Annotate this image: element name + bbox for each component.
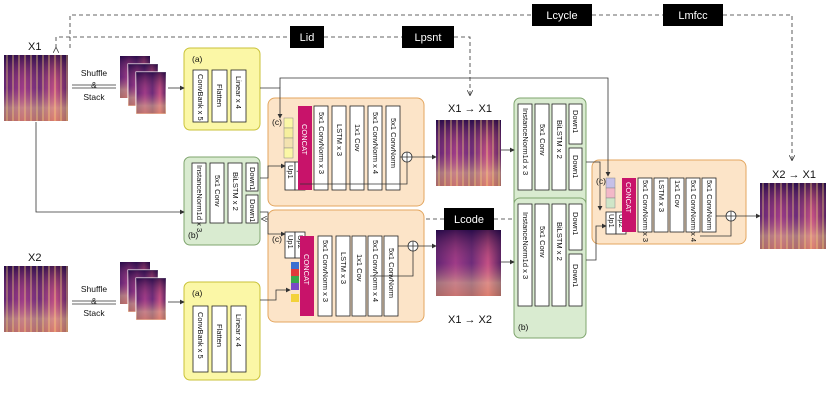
decoder-c-right: (c) Up1 Up2 CONCAT 5x1 ConvNorm x 3 LSTM…	[591, 159, 747, 245]
x2-to-x1-spectrogram	[760, 183, 826, 249]
svg-text:Stack: Stack	[83, 308, 105, 318]
svg-text:1x1 Cov: 1x1 Cov	[673, 180, 682, 208]
svg-text:(b): (b)	[188, 230, 199, 240]
x1-to-x2-spectrogram	[436, 230, 501, 296]
svg-text:Up1: Up1	[607, 214, 616, 228]
svg-text:InstanceNorm1d x 3: InstanceNorm1d x 3	[521, 108, 530, 175]
svg-text:InstanceNorm1d x 3: InstanceNorm1d x 3	[521, 212, 530, 279]
shuffle-stack-top: Shuffle & Stack	[72, 68, 116, 102]
svg-text:Lid: Lid	[300, 32, 315, 44]
svg-text:(b): (b)	[518, 322, 529, 332]
svg-text:5x1 ConvNorm: 5x1 ConvNorm	[389, 118, 398, 168]
x1-to-x1-label: X1 → X1	[448, 103, 492, 115]
x1-spectrogram	[4, 55, 68, 121]
svg-text:1x1 Cov: 1x1 Cov	[353, 124, 362, 152]
svg-text:5x1 ConvNorm x 3: 5x1 ConvNorm x 3	[317, 112, 326, 174]
svg-text:BiLSTM x 2: BiLSTM x 2	[555, 222, 564, 261]
svg-text:Shuffle: Shuffle	[81, 68, 108, 78]
x1-stacked-segments	[120, 56, 167, 115]
svg-text:Flatten: Flatten	[215, 324, 224, 347]
svg-text:Down1: Down1	[571, 155, 580, 178]
svg-text:1x1 Cov: 1x1 Cov	[355, 254, 364, 282]
svg-text:BiLSTM x 2: BiLSTM x 2	[231, 172, 240, 211]
svg-text:LSTM x 3: LSTM x 3	[335, 124, 344, 156]
loss-id: Lid	[290, 26, 324, 48]
loss-code: Lcode	[444, 208, 494, 230]
svg-text:Shuffle: Shuffle	[81, 284, 108, 294]
content-encoder-b-left: (b) InstanceNorm1d x 3 5x1 Conv BiLSTM x…	[183, 156, 261, 246]
speaker-encoder-a-bottom: (a) ConvBank x 5 Flatten Linear x 4	[183, 281, 261, 381]
svg-text:CONCAT: CONCAT	[300, 124, 309, 156]
svg-text:5x1 ConvNorm x 3: 5x1 ConvNorm x 3	[321, 240, 330, 302]
svg-text:Down1: Down1	[248, 199, 257, 222]
svg-text:Down1: Down1	[571, 212, 580, 235]
svg-text:5x1 ConvNorm: 5x1 ConvNorm	[705, 180, 714, 230]
svg-text:(c): (c)	[272, 117, 282, 127]
svg-text:(a): (a)	[192, 288, 203, 298]
x1-to-x2-label: X1 → X2	[448, 314, 492, 326]
svg-text:Down1: Down1	[571, 264, 580, 287]
x2-to-x1-label: X2 → X1	[772, 169, 816, 181]
loss-psnt: Lpsnt	[402, 26, 454, 48]
x2-label: X2	[28, 252, 41, 264]
connector-lines	[35, 77, 761, 305]
svg-text:CONCAT: CONCAT	[302, 254, 311, 286]
content-encoder-b-bottom: (b) InstanceNorm1d x 3 5x1 Conv BiLSTM x…	[513, 197, 587, 339]
svg-text:Up1: Up1	[286, 235, 295, 249]
svg-text:ConvBank x 5: ConvBank x 5	[196, 312, 205, 359]
svg-text:BiLSTM x 2: BiLSTM x 2	[555, 120, 564, 159]
svg-text:Lcode: Lcode	[454, 214, 484, 226]
id-loss-line	[56, 36, 290, 48]
svg-text:LSTM x 3: LSTM x 3	[657, 180, 666, 212]
svg-text:5x1 ConvNorm: 5x1 ConvNorm	[387, 248, 396, 298]
svg-text:Down1: Down1	[571, 110, 580, 133]
svg-text:Linear x 4: Linear x 4	[234, 314, 243, 347]
svg-text:Lcycle: Lcycle	[546, 10, 577, 22]
svg-text:Lpsnt: Lpsnt	[415, 32, 442, 44]
svg-text:(c): (c)	[272, 234, 282, 244]
svg-text:5x1 Conv: 5x1 Conv	[213, 175, 222, 207]
svg-text:ConvBank x 5: ConvBank x 5	[196, 74, 205, 121]
x1-to-x1-spectrogram	[436, 120, 501, 186]
x2-stacked-segments	[120, 262, 167, 321]
decoder-c-bottom: (c) Up1 Up2 CONCAT 5x1 ConvNorm x 3 LSTM…	[267, 209, 425, 323]
svg-text:Flatten: Flatten	[215, 84, 224, 107]
svg-text:5x1 ConvNorm x 4: 5x1 ConvNorm x 4	[371, 112, 380, 174]
svg-text:Up2: Up2	[617, 214, 626, 228]
decoder-c-top: (c) Up1 Up2 CONCAT 5x1 ConvNorm x 3 LSTM…	[267, 97, 425, 207]
svg-text:Linear x 4: Linear x 4	[234, 76, 243, 109]
svg-text:InstanceNorm1d x 3: InstanceNorm1d x 3	[195, 165, 204, 232]
svg-text:(a): (a)	[192, 54, 203, 64]
svg-text:5x1 ConvNorm x 4: 5x1 ConvNorm x 4	[689, 180, 698, 242]
svg-text:(c): (c)	[596, 176, 606, 186]
content-encoder-b-top: (b) InstanceNorm1d x 3 5x1 Conv BiLSTM x…	[513, 97, 587, 211]
x2-spectrogram	[4, 266, 68, 332]
svg-text:5x1 Conv: 5x1 Conv	[538, 226, 547, 258]
svg-text:Up1: Up1	[286, 165, 295, 179]
shuffle-stack-bottom: Shuffle & Stack	[72, 284, 116, 318]
svg-text:CONCAT: CONCAT	[624, 182, 633, 214]
svg-text:5x1 ConvNorm x 3: 5x1 ConvNorm x 3	[641, 180, 650, 242]
svg-text:5x1 Conv: 5x1 Conv	[538, 124, 547, 156]
x1-label: X1	[28, 41, 41, 53]
loss-mfcc: Lmfcc	[663, 4, 723, 26]
speaker-encoder-a-top: (a) ConvBank x 5 Flatten Linear x 4	[183, 47, 261, 131]
svg-text:Stack: Stack	[83, 92, 105, 102]
svg-text:5x1 ConvNorm x 4: 5x1 ConvNorm x 4	[371, 240, 380, 302]
svg-text:LSTM x 3: LSTM x 3	[339, 252, 348, 284]
svg-text:Down1: Down1	[248, 167, 257, 190]
loss-cycle: Lcycle	[532, 4, 592, 26]
svg-text:Lmfcc: Lmfcc	[678, 10, 708, 22]
